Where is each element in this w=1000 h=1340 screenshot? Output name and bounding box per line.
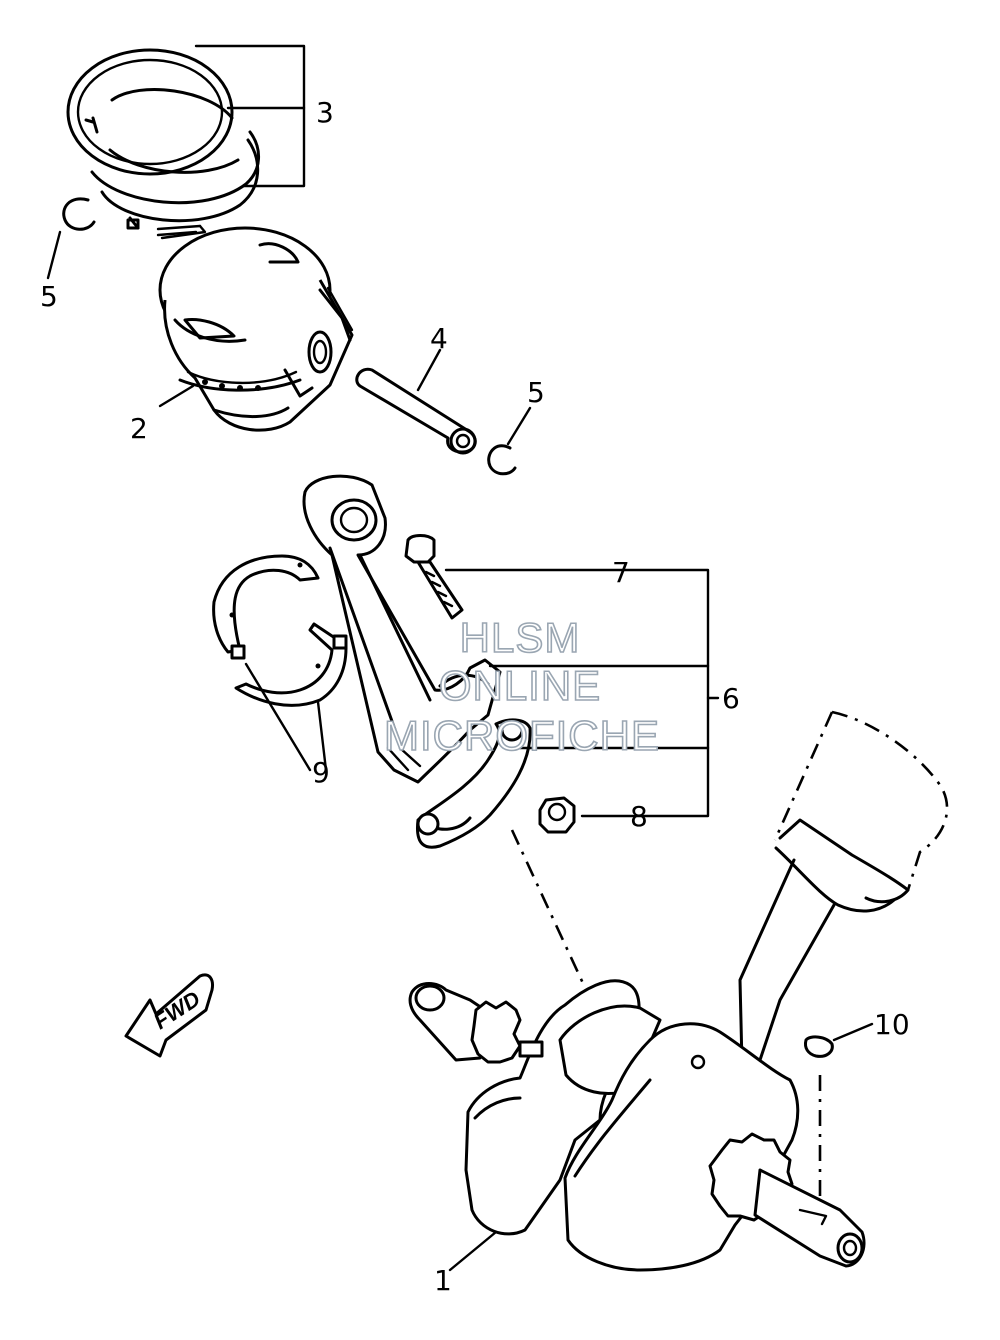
- watermark: HLSM ONLINE MICROFICHE: [383, 613, 660, 760]
- forward-direction-arrow: FWD: [124, 973, 214, 1058]
- callout-5-left: 5: [40, 280, 58, 313]
- watermark-line-3: MICROFICHE: [384, 712, 660, 759]
- piston: [158, 226, 354, 432]
- watermark-line-2: ONLINE: [439, 662, 601, 709]
- assembly-guides: [510, 710, 949, 1210]
- woodruff-key: [804, 1022, 874, 1058]
- piston-pin-clip-left: [46, 197, 96, 280]
- callout-10: 10: [874, 1008, 910, 1041]
- callout-7: 7: [612, 556, 630, 589]
- crankshaft: [408, 979, 866, 1272]
- connecting-rod-cap: [415, 718, 532, 849]
- con-rod-bearings: [212, 554, 348, 772]
- callout-6: 6: [722, 682, 740, 715]
- connecting-rod: [302, 474, 502, 784]
- bracket-3: [194, 44, 306, 188]
- con-rod-nut: [538, 796, 576, 834]
- piston-rings: [66, 48, 260, 240]
- callout-4: 4: [430, 322, 448, 355]
- piston-pin-clip-right: [487, 406, 532, 476]
- piston-pin: [355, 348, 477, 455]
- bracket-6-7-8: [444, 568, 720, 818]
- callout-8: 8: [630, 800, 648, 833]
- watermark-line-1: HLSM: [460, 614, 581, 661]
- con-rod-bolt: [404, 534, 464, 620]
- callout-3: 3: [316, 96, 334, 129]
- callout-2: 2: [130, 412, 148, 445]
- callout-1: 1: [434, 1264, 452, 1297]
- callout-9: 9: [312, 756, 330, 789]
- callout-5-right: 5: [527, 376, 545, 409]
